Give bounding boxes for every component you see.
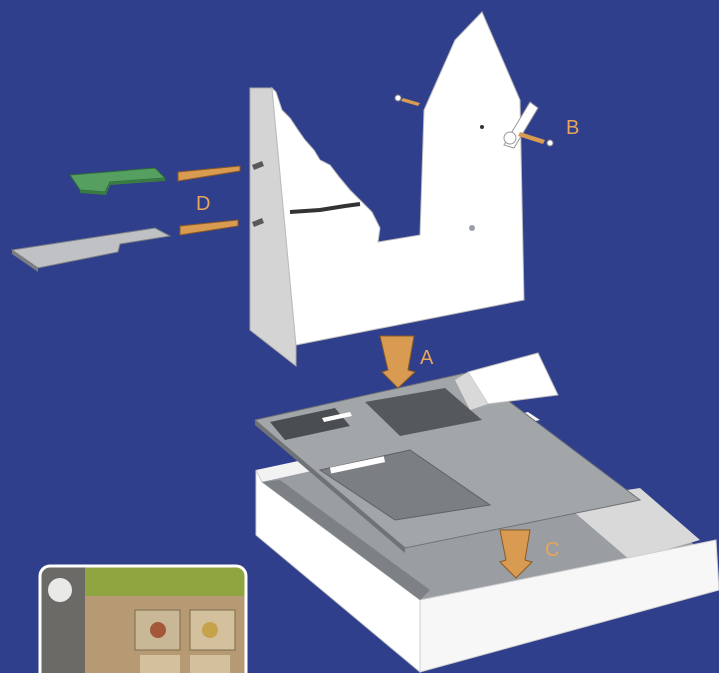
green-shelf-piece — [70, 168, 165, 195]
inset-room-photo — [40, 566, 246, 673]
label-d: D — [196, 193, 210, 215]
castle-wall-panel — [250, 12, 524, 366]
label-b: B — [566, 117, 579, 139]
window-flap-icon — [455, 353, 558, 410]
gray-shelf-piece — [12, 228, 170, 272]
label-a: A — [420, 347, 434, 369]
label-c: C — [545, 539, 559, 561]
